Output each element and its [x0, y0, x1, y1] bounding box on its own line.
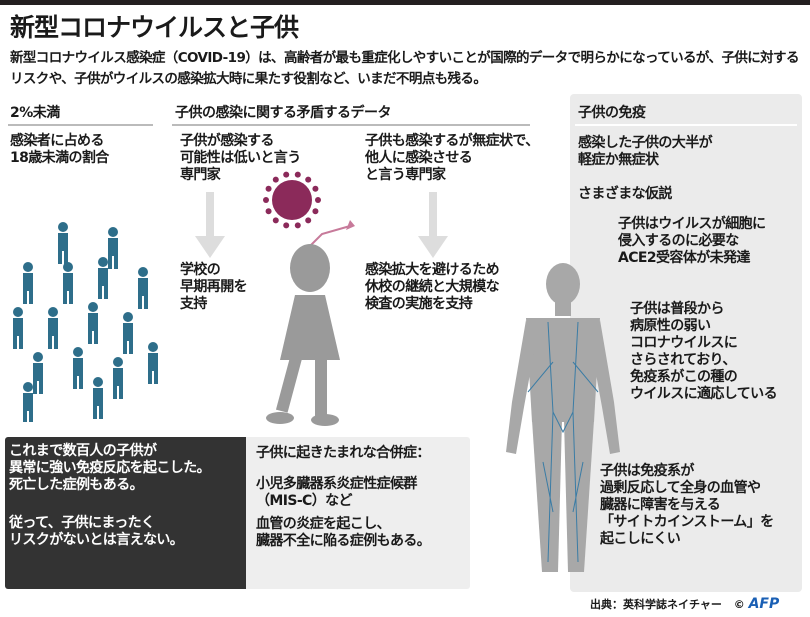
top-bar — [0, 0, 810, 5]
child-figure — [148, 342, 158, 384]
afp-logo: AFP — [748, 596, 780, 612]
intro-text: 新型コロナウイルス感染症（COVID-19）は、高齢者が最も重症化しやすいことが… — [10, 50, 799, 87]
human-body-lymphatic-illustration — [506, 263, 620, 572]
immunity-panel — [570, 94, 802, 592]
child-figure — [73, 347, 83, 389]
child-figure — [48, 307, 58, 349]
virus-icon — [263, 171, 355, 247]
immunity-summary: 感染した子供の大半が 軽症か無症状 — [578, 135, 713, 168]
immunity-header: 子供の免疫 — [578, 105, 646, 121]
child-figure — [93, 377, 103, 419]
child-figure — [33, 352, 43, 394]
page-title: 新型コロナウイルスと子供 — [10, 13, 299, 42]
hypotheses-heading: さまざまな仮説 — [578, 186, 672, 202]
down-arrow-icon — [418, 192, 448, 258]
source-credit: 出典：英科学誌ネイチャー © AFP — [590, 596, 779, 612]
left-claim: 子供が感染する 可能性は低いと言う 専門家 — [180, 133, 301, 183]
child-figure — [63, 262, 73, 304]
child-figure — [23, 262, 33, 304]
complications-text-2: 血管の炎症を起こし、 臓器不全に陥る症例もある。 — [256, 516, 431, 549]
col2-header: 子供の感染に関する矛盾するデータ — [175, 105, 392, 121]
child-silhouette-illustration — [266, 244, 340, 426]
risk-text-1: これまで数百人の子供が 異常に強い免疫反応を起こした。 死亡した症例もある。 — [9, 443, 211, 493]
down-arrow-icon — [195, 192, 225, 258]
complications-text-1: 小児多臓器系炎症性症候群 （MIS-C）など — [256, 476, 417, 509]
hypothesis-ace2: 子供はウイルスが細胞に 侵入するのに必要な ACE2受容体が未発達 — [618, 216, 766, 266]
source-text: 出典：英科学誌ネイチャー — [590, 598, 722, 611]
risk-box — [5, 437, 246, 589]
copyright-symbol: © — [733, 598, 745, 611]
risk-text-2: 従って、子供にまったく リスクがないとは言えない。 — [9, 515, 184, 548]
child-figure — [123, 312, 133, 354]
immunity-rule — [575, 124, 797, 126]
col1-rule — [8, 124, 153, 126]
child-figure — [88, 302, 98, 344]
col2-rule — [172, 124, 530, 126]
col1-text: 感染者に占める 18歳未満の割合 — [10, 133, 109, 166]
child-figure — [58, 222, 68, 264]
hypothesis-cytokine-storm: 子供は免疫系が 過剰反応して全身の血管や 臓器に障害を与える 「サイトカインスト… — [600, 463, 774, 547]
hypothesis-prior-exposure: 子供は普段から 病原性の弱い コロナウイルスに さらされており、 免疫系がこの種… — [630, 301, 778, 402]
children-figures-illustration — [13, 222, 158, 422]
child-figure — [113, 357, 123, 399]
child-figure — [108, 227, 118, 269]
col1-header: 2%未満 — [10, 105, 60, 121]
child-figure — [13, 307, 23, 349]
right-claim: 子供も感染するが無症状で、 他人に感染させる と言う専門家 — [365, 133, 539, 183]
child-figure — [23, 382, 33, 422]
complications-box — [246, 437, 470, 589]
child-figure — [138, 267, 148, 309]
left-result: 学校の 早期再開を 支持 — [180, 262, 248, 312]
right-result: 感染拡大を避けるため 休校の継続と大規模な 検査の実施を支持 — [365, 262, 500, 312]
child-figure — [98, 257, 108, 299]
complications-heading: 子供に起きたまれな合併症： — [256, 445, 430, 461]
